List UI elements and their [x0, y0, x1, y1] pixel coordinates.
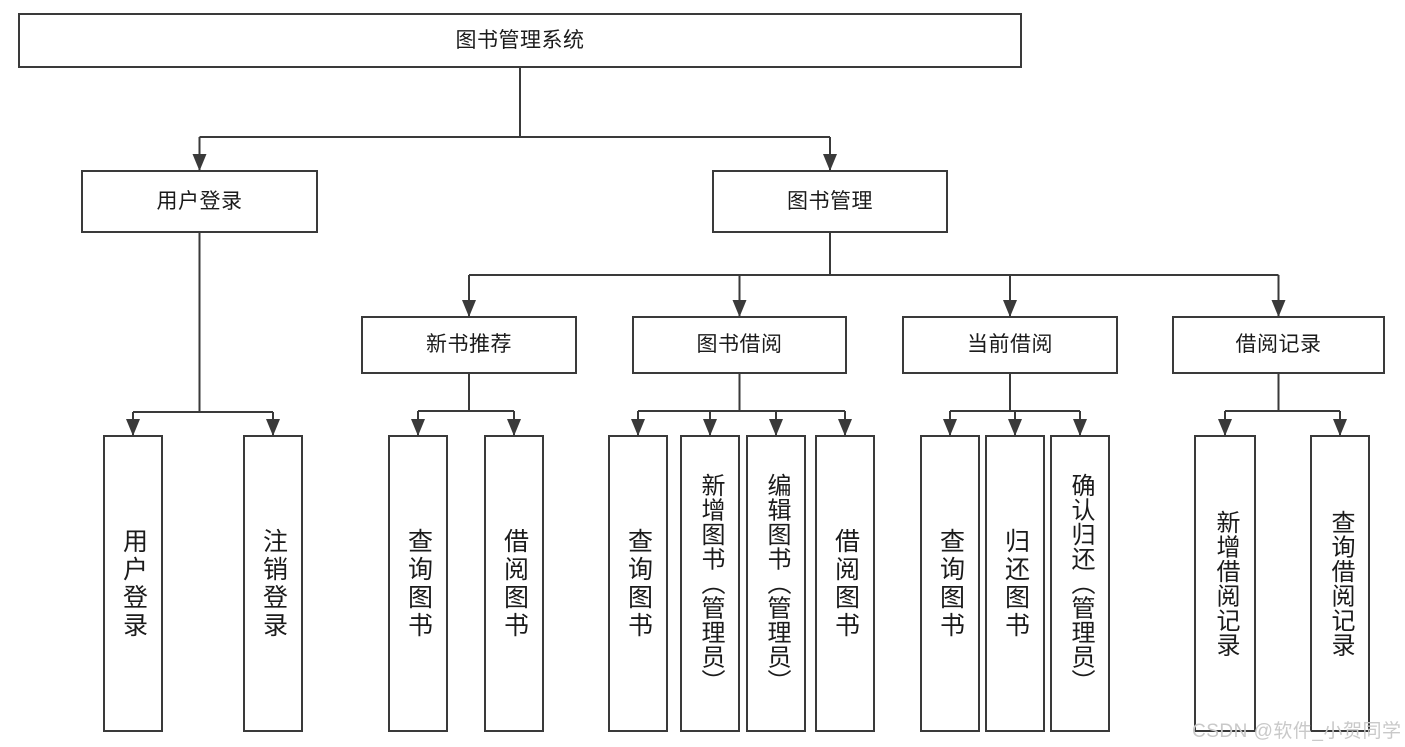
node-leaf-borrow-2: 借阅图书: [815, 435, 875, 732]
node-label: 借阅图书: [500, 527, 529, 640]
node-label: 查询图书: [936, 527, 965, 640]
node-label: 确认归还（管理员）: [1067, 473, 1094, 694]
node-label: 编辑图书（管理员）: [763, 473, 790, 694]
watermark-text: CSDN @软件_小贺同学: [1192, 721, 1402, 742]
node-root: 图书管理系统: [18, 13, 1022, 68]
node-label: 图书借阅: [696, 333, 783, 357]
node-label: 图书管理系统: [455, 28, 585, 52]
node-leaf-query-1: 查询图书: [388, 435, 448, 732]
node-leaf-add-book: 新增图书（管理员）: [680, 435, 740, 732]
node-label: 图书管理: [787, 189, 873, 213]
node-leaf-logout: 注销登录: [243, 435, 303, 732]
node-book-borrow: 图书借阅: [632, 316, 847, 374]
node-leaf-return: 归还图书: [985, 435, 1045, 732]
node-label: 查询图书: [404, 527, 433, 640]
node-leaf-add-rec: 新增借阅记录: [1194, 435, 1256, 732]
node-label: 归还图书: [1001, 527, 1030, 640]
node-leaf-query-3: 查询图书: [920, 435, 980, 732]
node-current-borrow: 当前借阅: [902, 316, 1118, 374]
node-leaf-confirm: 确认归还（管理员）: [1050, 435, 1110, 732]
node-label: 新增借阅记录: [1212, 510, 1239, 657]
node-book-manage: 图书管理: [712, 170, 948, 233]
node-leaf-user-login: 用户登录: [103, 435, 163, 732]
node-user-login: 用户登录: [81, 170, 318, 233]
node-leaf-borrow-1: 借阅图书: [484, 435, 544, 732]
node-leaf-query-2: 查询图书: [608, 435, 668, 732]
node-leaf-edit-book: 编辑图书（管理员）: [746, 435, 806, 732]
node-label: 用户登录: [156, 189, 243, 213]
node-new-book-rec: 新书推荐: [361, 316, 577, 374]
node-label: 借阅图书: [831, 527, 860, 640]
node-label: 当前借阅: [967, 333, 1053, 357]
node-label: 查询图书: [624, 527, 653, 640]
node-label: 新书推荐: [426, 333, 512, 357]
node-label: 新增图书（管理员）: [697, 473, 724, 694]
node-borrow-record: 借阅记录: [1172, 316, 1385, 374]
node-label: 查询借阅记录: [1327, 510, 1354, 657]
node-label: 注销登录: [259, 527, 288, 640]
node-leaf-query-rec: 查询借阅记录: [1310, 435, 1370, 732]
node-label: 借阅记录: [1235, 333, 1322, 357]
node-label: 用户登录: [119, 527, 148, 640]
